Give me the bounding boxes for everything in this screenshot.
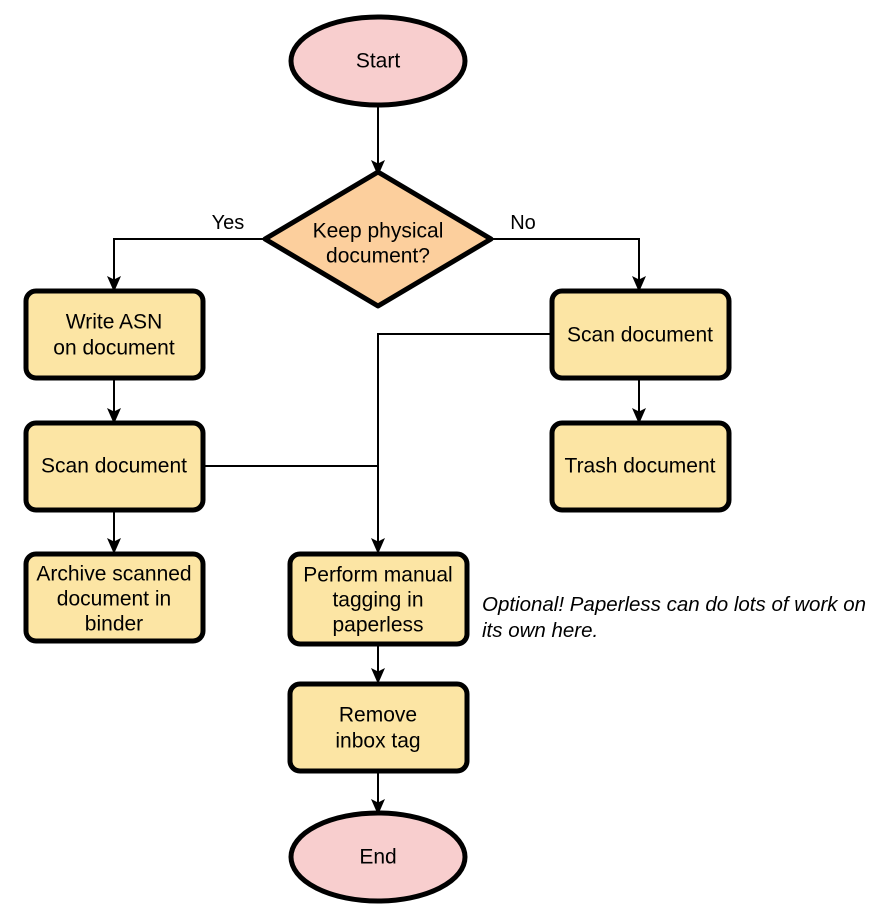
trash-document-rect[interactable]	[549, 420, 732, 513]
node-trash-document[interactable]: Trash document	[549, 420, 732, 513]
node-scan-document-left[interactable]: Scan document	[23, 420, 206, 513]
optional-note-line1: Optional! Paperless can do lots of work …	[482, 593, 866, 616]
annotation-optional-note: Optional! Paperless can do lots of work …	[482, 593, 866, 642]
node-scan-document-right[interactable]: Scan document	[549, 288, 732, 381]
node-start[interactable]: Start	[288, 14, 468, 108]
write-asn-label-line1: Write ASN	[66, 311, 162, 334]
tagging-rect[interactable]	[287, 551, 470, 647]
decision-label-line1: Keep physical	[313, 220, 444, 243]
edge-line	[113, 238, 265, 280]
tagging-label-line2: tagging in	[332, 589, 423, 612]
edge-remove-inbox-to-end	[371, 771, 385, 815]
node-write-asn[interactable]: Write ASN on document	[23, 288, 206, 381]
start-label: Start	[356, 50, 401, 73]
arrow-head	[632, 276, 646, 292]
end-label: End	[359, 846, 396, 869]
remove-inbox-label-line1: Remove	[339, 704, 417, 727]
edge-write-asn-to-scan-left	[107, 378, 121, 424]
edge-label-no: No	[510, 212, 536, 234]
node-archive-scanned-document[interactable]: Archive scanned document in binder	[23, 551, 206, 644]
archive-label-line1: Archive scanned	[36, 563, 191, 586]
edge-scan-left-to-archive	[107, 510, 121, 554]
tagging-label-line3: paperless	[332, 614, 423, 637]
scan-document-left-rect[interactable]	[23, 420, 206, 513]
tagging-label-line1: Perform manual	[303, 564, 452, 587]
edge-start-to-decision	[371, 105, 385, 176]
end-ellipse[interactable]	[288, 810, 468, 904]
trash-document-label: Trash document	[565, 455, 716, 478]
edge-line	[491, 238, 640, 280]
edge-scan-right-to-tagging	[371, 333, 552, 554]
optional-note-line2: its own here.	[482, 619, 598, 642]
edge-decision-no-to-scan-right	[491, 238, 646, 292]
decision-diamond[interactable]	[262, 169, 494, 309]
arrow-head	[371, 538, 385, 554]
arrow-head	[371, 668, 385, 684]
remove-inbox-label-line2: inbox tag	[335, 730, 420, 753]
arrow-head	[107, 408, 121, 424]
node-end[interactable]: End	[288, 810, 468, 904]
archive-label-line3: binder	[85, 613, 143, 636]
arrow-head	[632, 408, 646, 424]
edge-line	[377, 333, 552, 542]
arrow-head	[107, 276, 121, 292]
write-asn-label-line2: on document	[53, 337, 175, 360]
scan-document-left-label: Scan document	[41, 455, 187, 478]
archive-label-line2: document in	[57, 588, 171, 611]
start-ellipse[interactable]	[288, 14, 468, 108]
remove-inbox-rect[interactable]	[287, 681, 470, 774]
node-remove-inbox-tag[interactable]: Remove inbox tag	[287, 681, 470, 774]
node-decision-keep-physical-document[interactable]: Keep physical document?	[262, 169, 494, 309]
arrow-head	[371, 799, 385, 815]
scan-document-right-rect[interactable]	[549, 288, 732, 381]
write-asn-rect[interactable]	[23, 288, 206, 381]
edge-decision-yes-to-write-asn	[107, 238, 265, 292]
edge-tagging-to-remove-inbox	[371, 644, 385, 684]
edge-scan-right-to-trash	[632, 378, 646, 424]
arrow-head	[107, 538, 121, 554]
arrow-head	[371, 160, 385, 176]
edge-label-yes: Yes	[212, 212, 245, 234]
scan-document-right-label: Scan document	[567, 324, 713, 347]
node-perform-manual-tagging[interactable]: Perform manual tagging in paperless	[287, 551, 470, 647]
archive-rect[interactable]	[23, 551, 206, 644]
decision-label-line2: document?	[326, 245, 430, 268]
